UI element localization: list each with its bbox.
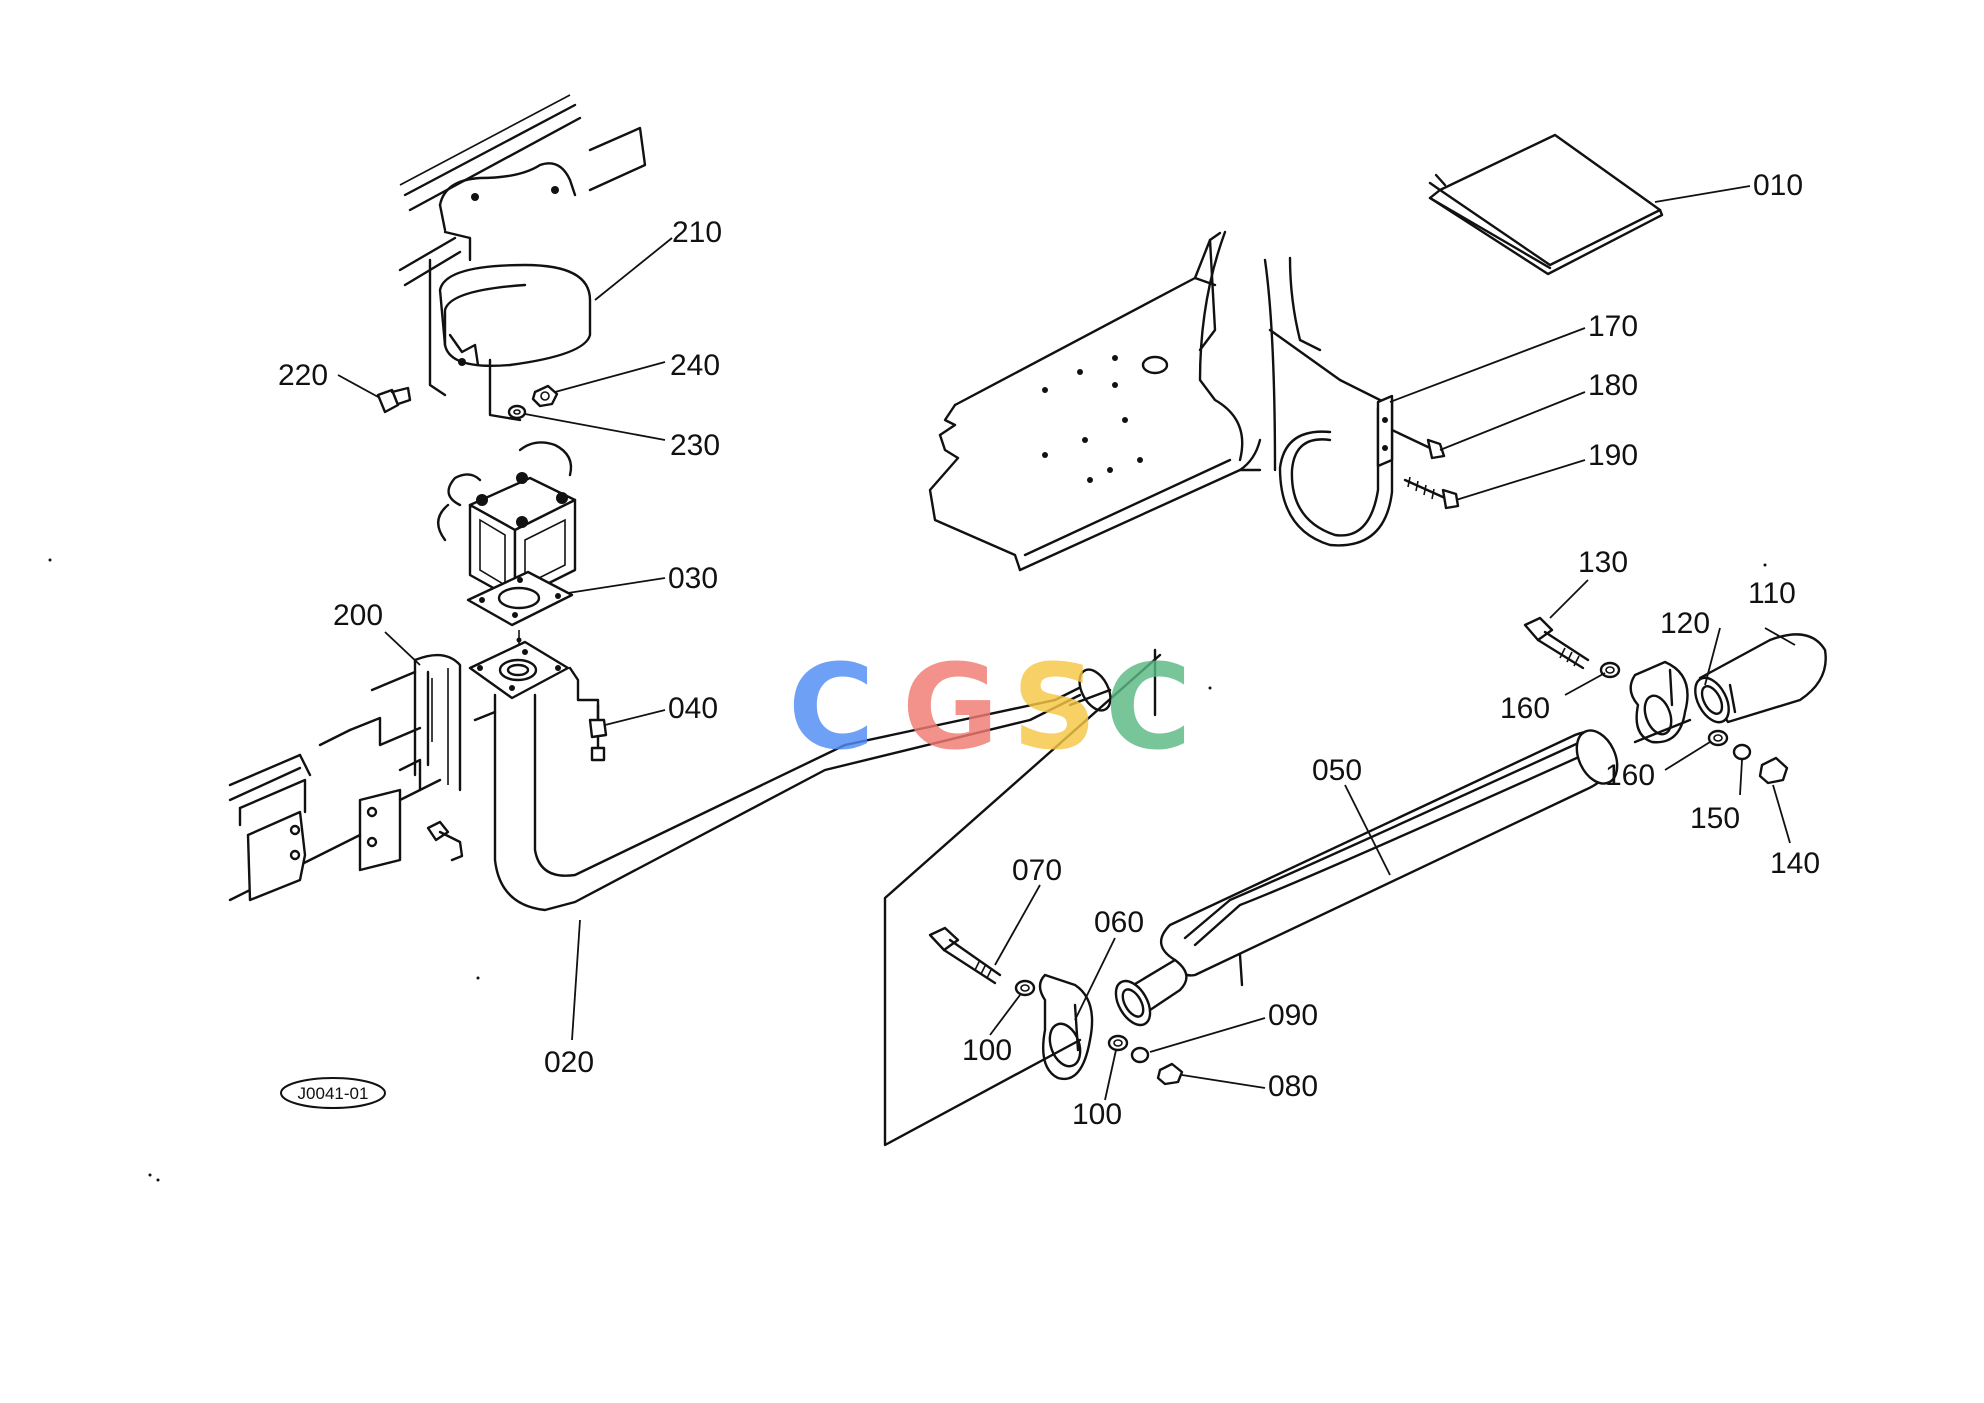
watermark-letter: S bbox=[1012, 638, 1097, 776]
part-label-160: 160 bbox=[1605, 759, 1655, 792]
clamp-060 bbox=[1038, 973, 1094, 1081]
part-label-150: 150 bbox=[1690, 802, 1740, 835]
leader-lines bbox=[337, 185, 1796, 1101]
assembly-boundary bbox=[883, 653, 1692, 1147]
part-label-040: 040 bbox=[668, 692, 718, 725]
washer-100-icon bbox=[1107, 1034, 1129, 1052]
part-label-130: 130 bbox=[1578, 546, 1628, 579]
reference-code: J0041-01 bbox=[298, 1084, 369, 1103]
part-label-200: 200 bbox=[333, 599, 383, 632]
washer-100-icon bbox=[1014, 979, 1036, 997]
part-label-020: 020 bbox=[544, 1046, 594, 1079]
watermark-letter: C bbox=[1105, 638, 1192, 776]
bolt-070-icon bbox=[928, 926, 1002, 985]
nut-240-icon bbox=[531, 384, 559, 408]
part-label-050: 050 bbox=[1312, 754, 1362, 787]
nut-080-icon bbox=[1156, 1062, 1184, 1086]
nut-140-icon bbox=[1758, 756, 1789, 785]
part-label-090: 090 bbox=[1268, 999, 1318, 1032]
insulation-pad-010 bbox=[1428, 133, 1664, 276]
washer-160-icon bbox=[1599, 661, 1621, 679]
part-label-160: 160 bbox=[1500, 692, 1550, 725]
bolt-190-icon bbox=[1403, 476, 1460, 510]
watermark-logo: C G S C bbox=[788, 638, 1192, 776]
part-label-010: 010 bbox=[1753, 169, 1803, 202]
bolt-130-icon bbox=[1523, 616, 1590, 670]
lock-washer-090-icon bbox=[1130, 1046, 1150, 1064]
washer-160-icon bbox=[1707, 729, 1729, 747]
part-label-060: 060 bbox=[1094, 906, 1144, 939]
part-label-180: 180 bbox=[1588, 369, 1638, 402]
washer-230-icon bbox=[507, 404, 527, 420]
reference-code-badge: J0041-01 bbox=[280, 1077, 386, 1109]
part-label-170: 170 bbox=[1588, 310, 1638, 343]
floor-panel bbox=[928, 230, 1392, 572]
frame-rails-top bbox=[398, 94, 647, 287]
part-label-070: 070 bbox=[1012, 854, 1062, 887]
lock-washer-150-icon bbox=[1732, 743, 1752, 761]
bracket-200 bbox=[358, 653, 464, 872]
part-label-080: 080 bbox=[1268, 1070, 1318, 1103]
frame-rails-lower-left bbox=[228, 670, 497, 902]
part-label-100: 100 bbox=[962, 1034, 1012, 1067]
part-label-190: 190 bbox=[1588, 439, 1638, 472]
flange-block-030 bbox=[437, 441, 577, 650]
part-label-110: 110 bbox=[1748, 577, 1796, 610]
part-label-140: 140 bbox=[1770, 847, 1820, 880]
gasket-flange bbox=[468, 640, 600, 722]
watermark-letter: G bbox=[902, 638, 999, 776]
part-label-120: 120 bbox=[1660, 607, 1710, 640]
part-label-030: 030 bbox=[668, 562, 718, 595]
tail-pipe-110 bbox=[1694, 633, 1827, 724]
bolt-040-icon bbox=[588, 703, 608, 762]
watermark-letter: C bbox=[788, 638, 875, 776]
bolt-220-icon bbox=[376, 386, 412, 414]
bolt-180-icon bbox=[1390, 428, 1446, 460]
strap-clamp-170 bbox=[1278, 394, 1394, 547]
part-label-230: 230 bbox=[670, 429, 720, 462]
part-labels: 010 020 030 040 050 060 070 080 090 100 … bbox=[278, 169, 1820, 1131]
part-label-220: 220 bbox=[278, 359, 328, 392]
clamp-120 bbox=[1629, 660, 1689, 744]
cover-bracket-210 bbox=[428, 230, 592, 422]
exhaust-pipe-020 bbox=[493, 648, 1157, 912]
muffler-050 bbox=[1114, 729, 1619, 1027]
part-label-100: 100 bbox=[1072, 1098, 1122, 1131]
part-label-240: 240 bbox=[670, 349, 720, 382]
part-label-210: 210 bbox=[672, 216, 722, 249]
